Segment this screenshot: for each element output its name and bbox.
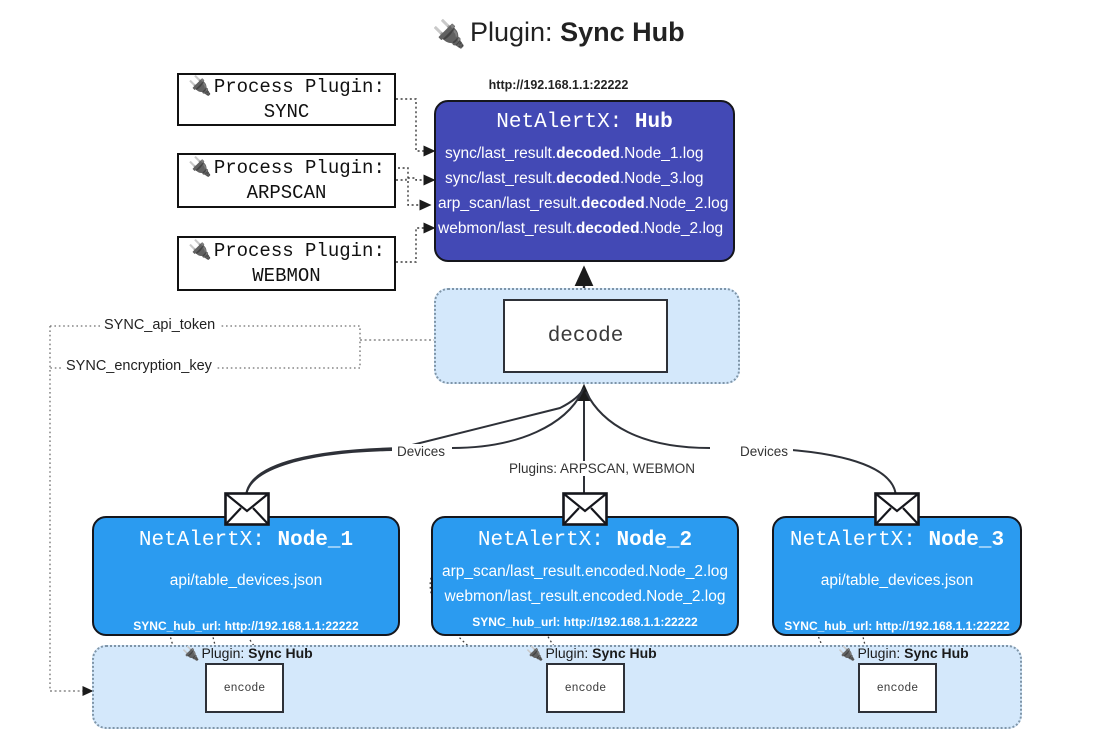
- plug-icon: 🔌: [182, 645, 200, 661]
- process-plugin-sync[interactable]: 🔌Process Plugin: SYNC: [177, 73, 396, 126]
- encode-box-node-2[interactable]: encode: [546, 663, 625, 713]
- plug-icon: 🔌: [188, 157, 212, 178]
- envelope-icon-node-2: [562, 492, 608, 526]
- decode-box[interactable]: decode: [503, 299, 668, 373]
- edge-label-devices-right: Devices: [735, 444, 794, 459]
- process-plugin-name: SYNC: [263, 101, 310, 123]
- plug-icon: 🔌: [432, 19, 466, 49]
- encode-box-node-3[interactable]: encode: [858, 663, 937, 713]
- process-plugin-name: ARPSCAN: [246, 182, 327, 204]
- plug-icon: 🔌: [838, 645, 856, 661]
- process-plugin-name: WEBMON: [252, 265, 321, 287]
- node-title: NetAlertX: Node_1: [138, 529, 354, 552]
- encode-label: encode: [564, 681, 607, 695]
- hub-title: NetAlertX: Hub: [496, 111, 672, 134]
- hub-title-name: Hub: [634, 111, 673, 134]
- process-plugin-webmon[interactable]: 🔌Process Plugin: WEBMON: [177, 236, 396, 291]
- plug-icon: 🔌: [526, 645, 544, 661]
- process-plugin-label: Process Plugin:: [213, 76, 385, 98]
- node-line: api/table_devices.json: [820, 572, 974, 589]
- node-card-node-1[interactable]: NetAlertX: Node_1 api/table_devices.json…: [92, 516, 400, 636]
- process-plugin-label: Process Plugin:: [213, 157, 385, 179]
- node-card-node-3[interactable]: NetAlertX: Node_3 api/table_devices.json…: [772, 516, 1022, 636]
- hub-node[interactable]: NetAlertX: Hub sync/last_result.decoded.…: [434, 100, 735, 262]
- sync-hub-plugin-label-2: 🔌Plugin: Sync Hub: [526, 645, 657, 661]
- edge-label-devices-left: Devices: [392, 444, 451, 459]
- page-title: 🔌Plugin: Sync Hub: [0, 16, 1117, 49]
- node-hub-url: SYNC_hub_url: http://192.168.1.1:22222: [784, 619, 1010, 633]
- process-plugin-label: Process Plugin:: [213, 240, 385, 262]
- hub-title-prefix: NetAlertX:: [496, 111, 623, 134]
- hub-log-row: sync/last_result.decoded.Node_3.log: [445, 170, 704, 187]
- envelope-icon-node-3: [874, 492, 920, 526]
- node-card-node-2[interactable]: NetAlertX: Node_2 arp_scan/last_result.e…: [431, 516, 739, 636]
- hub-log-row: webmon/last_result.decoded.Node_2.log: [438, 220, 724, 237]
- title-prefix: Plugin:: [470, 17, 553, 47]
- sync-hub-plugin-label-3: 🔌Plugin: Sync Hub: [838, 645, 969, 661]
- title-name: Sync Hub: [560, 17, 685, 47]
- node-hub-url: SYNC_hub_url: http://192.168.1.1:22222: [472, 615, 698, 629]
- hub-log-row: arp_scan/last_result.decoded.Node_2.log: [438, 195, 729, 212]
- hub-address-text: http://192.168.1.1:22222: [488, 78, 629, 92]
- hub-address: http://192.168.1.1:22222: [0, 78, 1117, 92]
- sync-hub-plugin-label-1: 🔌Plugin: Sync Hub: [182, 645, 313, 661]
- node-title: NetAlertX: Node_3: [789, 529, 1005, 552]
- hub-log-row: sync/last_result.decoded.Node_1.log: [445, 145, 704, 162]
- config-label-api-token: SYNC_api_token: [100, 317, 220, 333]
- decode-label: decode: [547, 324, 624, 348]
- config-label-encryption-key: SYNC_encryption_key: [62, 358, 216, 374]
- encode-box-node-1[interactable]: encode: [205, 663, 284, 713]
- encode-label: encode: [876, 681, 919, 695]
- node-line: webmon/last_result.encoded.Node_2.log: [444, 588, 726, 605]
- node-title: NetAlertX: Node_2: [477, 529, 693, 552]
- edge-label-plugins: Plugins: ARPSCAN, WEBMON: [504, 461, 701, 476]
- plug-icon: 🔌: [188, 76, 212, 97]
- plug-icon: 🔌: [188, 240, 212, 261]
- envelope-icon-node-1: [224, 492, 270, 526]
- node-hub-url: SYNC_hub_url: http://192.168.1.1:22222: [133, 619, 359, 633]
- node-line: arp_scan/last_result.encoded.Node_2.log: [441, 563, 729, 580]
- encode-label: encode: [223, 681, 266, 695]
- process-plugin-arpscan[interactable]: 🔌Process Plugin: ARPSCAN: [177, 153, 396, 208]
- node-line: api/table_devices.json: [169, 572, 323, 589]
